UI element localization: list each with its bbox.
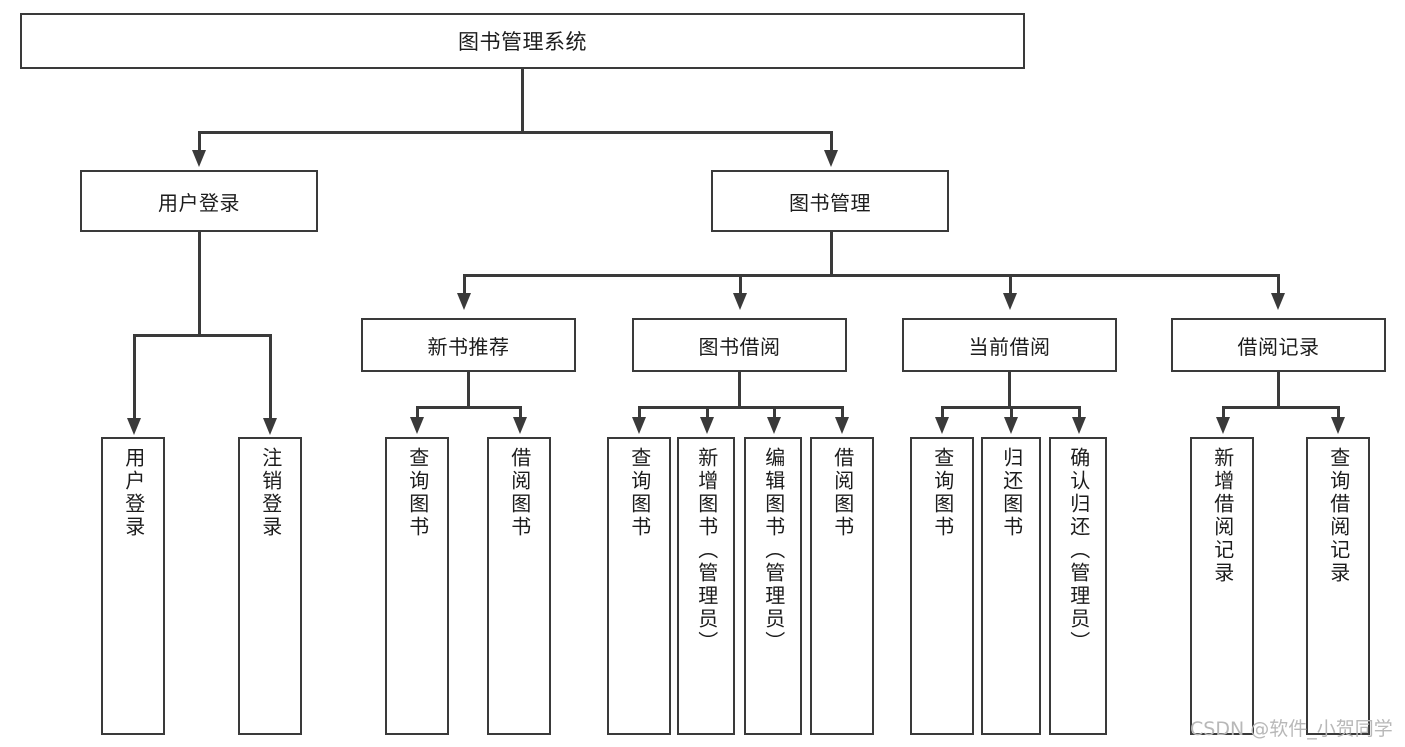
connector-bb-c3	[773, 406, 776, 419]
connector-bm-to-borrow-record	[1277, 274, 1280, 296]
connector-cb-c3	[1078, 406, 1081, 419]
leaf-current-borrow-return-books[interactable]: 归还图书	[981, 437, 1041, 735]
node-label: 用户登录	[121, 447, 146, 539]
node-label: 确认归还（管理员）	[1066, 447, 1091, 654]
arrow-user-login-left	[127, 418, 141, 435]
arrow-bb-c1	[632, 417, 646, 434]
arrow-bm-to-book-borrow	[733, 293, 747, 310]
node-new-book-recommend[interactable]: 新书推荐	[361, 318, 576, 372]
arrow-bm-to-borrow-record	[1271, 293, 1285, 310]
arrow-root-to-book-management	[824, 150, 838, 167]
connector-book-borrow-stem	[738, 372, 741, 408]
node-user-login[interactable]: 用户登录	[80, 170, 318, 232]
connector-bb-c2	[706, 406, 709, 419]
watermark-text: CSDN @软件_小贺同学	[1190, 718, 1393, 740]
node-label: 查询借阅记录	[1326, 447, 1351, 585]
node-label: 编辑图书（管理员）	[761, 447, 786, 654]
leaf-current-borrow-confirm-return-admin[interactable]: 确认归还（管理员）	[1049, 437, 1107, 735]
arrow-cb-c3	[1072, 417, 1086, 434]
leaf-book-borrow-borrow-books[interactable]: 借阅图书	[810, 437, 874, 735]
watermark-csdn: CSDN @软件_小贺同学	[1190, 714, 1393, 741]
connector-user-login-right	[269, 334, 272, 420]
node-label: 查询图书	[405, 447, 430, 539]
leaf-book-borrow-query-books[interactable]: 查询图书	[607, 437, 671, 735]
node-label: 图书借阅	[698, 334, 781, 359]
arrow-new-book-c1	[410, 417, 424, 434]
connector-cb-c2	[1010, 406, 1013, 419]
arrow-bb-c3	[767, 417, 781, 434]
arrow-bb-c2	[700, 417, 714, 434]
connector-user-login-stem	[198, 232, 201, 336]
node-label: 用户登录	[158, 190, 240, 215]
connector-new-book-c2	[519, 406, 522, 419]
arrow-br-c2	[1331, 417, 1345, 434]
connector-user-login-bar	[133, 334, 271, 337]
leaf-book-borrow-edit-book-admin[interactable]: 编辑图书（管理员）	[744, 437, 802, 735]
connector-book-borrow-bar	[638, 406, 843, 409]
node-label: 注销登录	[258, 447, 283, 539]
connector-bm-to-book-borrow	[739, 274, 742, 296]
leaf-user-login-logout[interactable]: 注销登录	[238, 437, 302, 735]
leaf-borrow-record-query-record[interactable]: 查询借阅记录	[1306, 437, 1370, 735]
connector-bm-to-new-book	[463, 274, 466, 296]
node-current-borrow[interactable]: 当前借阅	[902, 318, 1117, 372]
node-label: 借阅图书	[830, 447, 855, 539]
node-label: 新书推荐	[427, 334, 510, 359]
leaf-user-login-login[interactable]: 用户登录	[101, 437, 165, 735]
connector-root-bar	[198, 131, 832, 134]
arrow-bb-c4	[835, 417, 849, 434]
connector-current-borrow-stem	[1008, 372, 1011, 408]
node-label: 图书管理系统	[458, 30, 587, 54]
leaf-borrow-record-add-record[interactable]: 新增借阅记录	[1190, 437, 1254, 735]
connector-root-to-book-management	[830, 131, 833, 153]
node-label: 借阅图书	[507, 447, 532, 539]
node-borrow-record[interactable]: 借阅记录	[1171, 318, 1386, 372]
arrow-cb-c2	[1004, 417, 1018, 434]
connector-bm-to-current-borrow	[1009, 274, 1012, 296]
node-book-borrow[interactable]: 图书借阅	[632, 318, 847, 372]
arrow-new-book-c2	[513, 417, 527, 434]
connector-cb-c1	[941, 406, 944, 419]
leaf-book-borrow-add-book-admin[interactable]: 新增图书（管理员）	[677, 437, 735, 735]
leaf-new-book-borrow-books[interactable]: 借阅图书	[487, 437, 551, 735]
node-root-book-management-system[interactable]: 图书管理系统	[20, 13, 1025, 69]
connector-user-login-left	[133, 334, 136, 420]
connector-new-book-stem	[467, 372, 470, 408]
node-label: 图书管理	[789, 190, 871, 215]
connector-bb-c1	[638, 406, 641, 419]
connector-borrow-record-stem	[1277, 372, 1280, 408]
connector-bb-c4	[841, 406, 844, 419]
arrow-cb-c1	[935, 417, 949, 434]
connector-new-book-bar	[416, 406, 521, 409]
leaf-current-borrow-query-books[interactable]: 查询图书	[910, 437, 974, 735]
node-label: 新增图书（管理员）	[694, 447, 719, 654]
node-label: 查询图书	[627, 447, 652, 539]
arrow-br-c1	[1216, 417, 1230, 434]
connector-new-book-c1	[416, 406, 419, 419]
node-label: 新增借阅记录	[1210, 447, 1235, 585]
connector-book-management-stem	[830, 232, 833, 276]
arrow-root-to-user-login	[192, 150, 206, 167]
connector-br-c2	[1337, 406, 1340, 419]
arrow-bm-to-new-book	[457, 293, 471, 310]
node-label: 归还图书	[999, 447, 1024, 539]
node-label: 借阅记录	[1237, 334, 1320, 359]
connector-root-stem	[521, 69, 524, 132]
node-label: 查询图书	[930, 447, 955, 539]
connector-root-to-user-login	[198, 131, 201, 153]
leaf-new-book-query-books[interactable]: 查询图书	[385, 437, 449, 735]
arrow-bm-to-current-borrow	[1003, 293, 1017, 310]
connector-borrow-record-bar	[1222, 406, 1339, 409]
connector-book-management-bar	[463, 274, 1277, 277]
arrow-user-login-right	[263, 418, 277, 435]
node-book-management[interactable]: 图书管理	[711, 170, 949, 232]
node-label: 当前借阅	[968, 334, 1051, 359]
connector-br-c1	[1222, 406, 1225, 419]
